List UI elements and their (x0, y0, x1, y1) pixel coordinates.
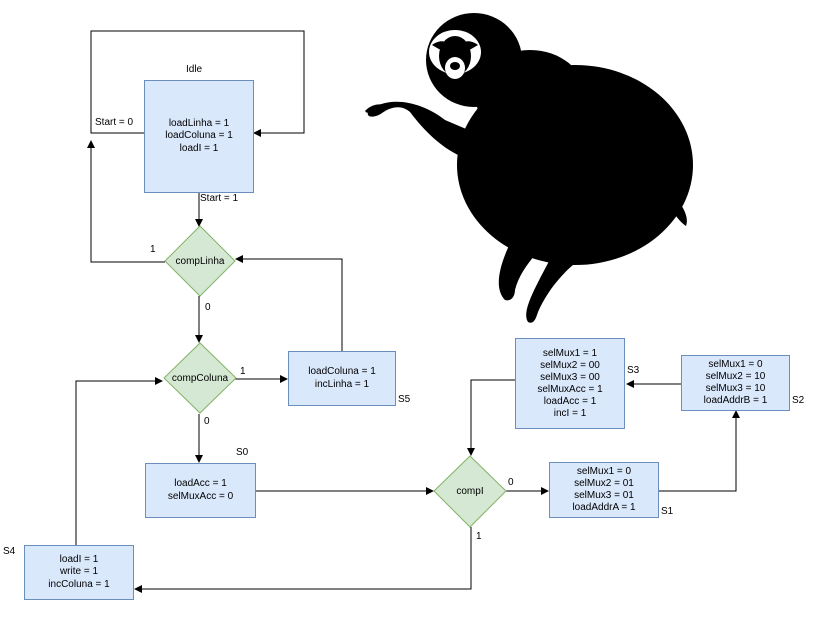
action-line: incLinha = 1 (314, 378, 370, 390)
state-idle: loadLinha = 1 loadColuna = 1 loadI = 1 (144, 80, 254, 193)
action-line: selMux2 = 01 (574, 478, 634, 489)
decision-compcoluna (163, 342, 237, 414)
action-line: selMuxAcc = 1 (537, 383, 603, 395)
action-line: loadColuna = 1 (308, 366, 376, 377)
action-line: loadColuna = 1 (165, 130, 233, 142)
s5-label: S5 (398, 394, 411, 405)
action-line: selMux1 = 0 (576, 466, 632, 477)
action-line: selMux3 = 00 (540, 371, 600, 383)
edge-s4-to-compcoluna (75, 377, 163, 545)
edge-label-start1: Start = 1 (200, 193, 239, 204)
action-line: loadI = 1 (179, 142, 219, 154)
decision-compi (433, 455, 507, 528)
action-line: loadAcc = 1 (174, 478, 227, 489)
s3-label: S3 (627, 365, 640, 376)
edge-s3-to-compi (467, 379, 515, 456)
state-s4: loadI = 1 write = 1 incColuna = 1 (24, 545, 134, 600)
action-line: incI = 1 (553, 407, 587, 419)
state-s3: selMux1 = 1 selMux2 = 00 selMux3 = 00 se… (515, 338, 625, 429)
edge-label-compcoluna-1: 1 (240, 366, 246, 377)
state-s1: selMux1 = 0 selMux2 = 01 selMux3 = 01 lo… (549, 462, 659, 518)
action-line: loadAddrA = 1 (572, 502, 636, 513)
edge-label-compcoluna-0: 0 (204, 416, 210, 427)
idle-actions: loadLinha = 1 loadColuna = 1 loadI = 1 (165, 118, 233, 156)
edge-complinha-to-idle (87, 140, 165, 263)
edge-label-complinha-1: 1 (150, 244, 156, 255)
action-line: loadAcc = 1 (543, 395, 597, 407)
s1-label: S1 (661, 506, 674, 517)
action-line: selMux2 = 10 (705, 371, 766, 382)
state-s0: loadAcc = 1 selMuxAcc = 0 (145, 463, 256, 518)
action-line: selMuxAcc = 0 (167, 490, 234, 502)
edge-label-compi-0: 0 (508, 477, 514, 488)
action-line: loadI = 1 (59, 553, 99, 565)
edge-s5-to-complinha (235, 255, 343, 351)
edge-label-start0: Start = 0 (95, 117, 134, 128)
edge-compi-to-s4 (134, 527, 472, 593)
action-line: loadLinha = 1 (168, 117, 230, 129)
action-line: selMux1 = 0 (708, 359, 763, 370)
idle-title: Idle (186, 64, 203, 75)
compi-text: compI (456, 485, 484, 497)
s0-label: S0 (236, 447, 249, 458)
state-s5: loadColuna = 1 incLinha = 1 (288, 351, 396, 406)
action-line: selMux3 = 10 (705, 383, 766, 394)
edge-label-complinha-0: 0 (205, 302, 211, 313)
action-line: write = 1 (59, 566, 99, 578)
edge-label-compi-1: 1 (476, 531, 482, 542)
action-line: selMux2 = 00 (540, 359, 600, 371)
s4-label: S4 (3, 546, 16, 557)
edge-idle-self-loop (90, 30, 305, 137)
edge-s1-to-s2 (659, 410, 740, 492)
s2-label: S2 (792, 395, 805, 406)
complinha-text: compLinha (175, 255, 225, 267)
compcoluna-text: compColuna (171, 372, 229, 384)
sloth-illustration (364, 13, 693, 323)
decision-complinha (164, 225, 236, 297)
action-line: selMux3 = 01 (574, 490, 634, 501)
action-line: incColuna = 1 (48, 578, 110, 590)
state-s2: selMux1 = 0 selMux2 = 10 selMux3 = 10 lo… (681, 355, 790, 411)
action-line: loadAddrB = 1 (703, 395, 768, 406)
action-line: selMux1 = 1 (542, 347, 598, 359)
